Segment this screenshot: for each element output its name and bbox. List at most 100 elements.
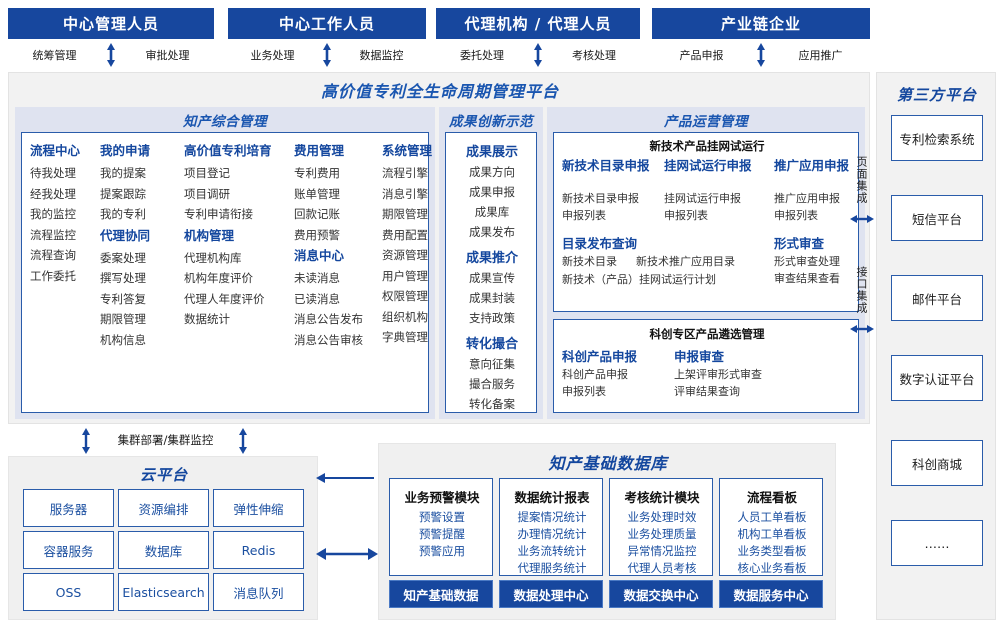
database-item[interactable]: 代理服务统计 [517,561,587,575]
zhichan-item[interactable]: 消息公告审核 [294,332,363,347]
zhichan-item[interactable]: 流程查询 [30,248,76,262]
chengguo-item[interactable]: 成果库 [474,204,510,219]
zhichan-item[interactable]: 我的监控 [30,207,76,221]
zhichan-item[interactable]: 专利费用 [294,166,340,180]
database-footer-1[interactable]: 数据处理中心 [499,580,603,608]
database-item[interactable]: 办理情况统计 [517,527,587,541]
database-item[interactable]: 提案情况统计 [517,510,587,524]
zhichan-item[interactable]: 未读消息 [294,271,340,285]
cloud-cell[interactable]: 数据库 [118,531,209,569]
database-item[interactable]: 机构工单看板 [737,527,807,541]
zhichan-item[interactable]: 已读消息 [294,291,340,306]
chanpin-review-item[interactable]: 形式审查处理 [774,255,840,268]
kechuang-item[interactable]: 评审结果查询 [674,385,740,398]
chanpin-review-item[interactable]: 审查结果查看 [774,272,840,285]
zhichan-item[interactable]: 消息引擎 [382,186,428,201]
zhichan-item[interactable]: 字典管理 [382,330,428,344]
chengguo-item[interactable]: 成果封装 [469,290,515,305]
zhichan-item[interactable]: 数据统计 [184,312,230,326]
database-item[interactable]: 预警设置 [419,510,465,524]
actor-bar-2[interactable]: 代理机构 / 代理人员 [436,8,640,39]
database-item[interactable]: 业务类型看板 [737,544,807,558]
database-item[interactable]: 业务处理时效 [627,510,697,524]
zhichan-item[interactable]: 机构年度评价 [184,271,253,285]
chengguo-item[interactable]: 支持政策 [469,310,515,325]
chanpin-row1-item[interactable]: 申报列表 [562,209,606,222]
kechuang-item[interactable]: 申报列表 [562,385,606,398]
chengguo-item[interactable]: 成果申报 [469,184,515,199]
actor-bar-1[interactable]: 中心工作人员 [228,8,426,39]
cloud-cell[interactable]: 消息队列 [213,573,304,611]
chanpin-row1-item[interactable]: 推广应用申报 [774,192,840,205]
zhichan-item[interactable]: 代理人年度评价 [184,291,265,306]
chengguo-item[interactable]: 转化备案 [469,396,515,411]
chengguo-item[interactable]: 撮合服务 [469,376,515,391]
zhichan-item[interactable]: 工作委托 [30,268,76,283]
thirdparty-item-3[interactable]: 数字认证平台 [891,355,983,401]
database-item[interactable]: 预警应用 [419,544,465,558]
zhichan-item[interactable]: 期限管理 [382,207,428,221]
database-item[interactable]: 预警提醒 [419,527,465,541]
zhichan-item[interactable]: 提案跟踪 [100,186,146,201]
kechuang-item[interactable]: 上架评审形式审查 [674,368,762,381]
database-footer-0[interactable]: 知产基础数据 [389,580,493,608]
thirdparty-item-4[interactable]: 科创商城 [891,440,983,486]
zhichan-item[interactable]: 经我处理 [30,186,76,201]
zhichan-item[interactable]: 回款记账 [294,207,340,221]
zhichan-item[interactable]: 组织机构 [382,309,428,324]
chanpin-row1-item[interactable]: 申报列表 [664,209,708,222]
database-item[interactable]: 代理人员考核 [627,561,697,575]
thirdparty-item-5[interactable]: …… [891,520,983,566]
cloud-cell[interactable]: 资源编排 [118,489,209,527]
zhichan-item[interactable]: 专利申请衔接 [184,207,253,221]
cloud-cell[interactable]: 服务器 [23,489,114,527]
chengguo-item[interactable]: 意向征集 [469,356,515,371]
zhichan-item[interactable]: 期限管理 [100,312,146,326]
zhichan-item[interactable]: 我的专利 [100,207,146,221]
chanpin-catalog-item[interactable]: 新技术目录 [562,255,617,268]
thirdparty-item-1[interactable]: 短信平台 [891,195,983,241]
zhichan-item[interactable]: 消息公告发布 [294,312,363,326]
zhichan-item[interactable]: 费用预警 [294,227,340,242]
chanpin-catalog-item[interactable]: 新技术（产品）挂网试运行计划 [562,273,716,286]
chengguo-item[interactable]: 成果发布 [469,224,515,239]
thirdparty-item-2[interactable]: 邮件平台 [891,275,983,321]
database-item[interactable]: 异常情况监控 [627,544,697,558]
chengguo-item[interactable]: 成果宣传 [469,270,515,285]
zhichan-item[interactable]: 资源管理 [382,248,428,262]
chanpin-row1-item[interactable]: 挂网试运行申报 [664,192,741,205]
zhichan-item[interactable]: 账单管理 [294,186,340,201]
zhichan-item[interactable]: 待我处理 [30,166,76,180]
actor-bar-3[interactable]: 产业链企业 [652,8,870,39]
thirdparty-item-0[interactable]: 专利检索系统 [891,115,983,161]
zhichan-item[interactable]: 用户管理 [382,268,428,283]
cloud-cell[interactable]: 弹性伸缩 [213,489,304,527]
chanpin-row1-item[interactable]: 申报列表 [774,209,818,222]
chanpin-row1-item[interactable]: 新技术目录申报 [562,192,639,205]
zhichan-item[interactable]: 权限管理 [382,289,428,303]
zhichan-item[interactable]: 机构信息 [100,332,146,347]
database-footer-3[interactable]: 数据服务中心 [719,580,823,608]
zhichan-item[interactable]: 专利答复 [100,291,146,306]
chengguo-item[interactable]: 成果方向 [469,164,515,179]
cloud-cell[interactable]: 容器服务 [23,531,114,569]
zhichan-item[interactable]: 流程监控 [30,227,76,242]
zhichan-item[interactable]: 项目调研 [184,186,230,201]
zhichan-item[interactable]: 项目登记 [184,166,230,180]
database-item[interactable]: 业务处理质量 [627,527,697,541]
cloud-cell[interactable]: Elasticsearch [118,573,209,611]
cloud-cell[interactable]: Redis [213,531,304,569]
kechuang-item[interactable]: 科创产品申报 [562,368,628,381]
actor-bar-0[interactable]: 中心管理人员 [8,8,214,39]
cloud-cell[interactable]: OSS [23,573,114,611]
zhichan-item[interactable]: 我的提案 [100,166,146,180]
zhichan-item[interactable]: 撰写处理 [100,271,146,285]
database-item[interactable]: 人员工单看板 [737,510,807,524]
database-item[interactable]: 业务流转统计 [517,544,587,558]
database-item[interactable]: 核心业务看板 [737,561,807,575]
zhichan-item[interactable]: 流程引擎 [382,166,428,180]
chanpin-catalog-item[interactable]: 新技术推广应用目录 [636,255,735,268]
database-footer-2[interactable]: 数据交换中心 [609,580,713,608]
zhichan-item[interactable]: 费用配置 [382,227,428,242]
zhichan-item[interactable]: 委案处理 [100,250,146,265]
